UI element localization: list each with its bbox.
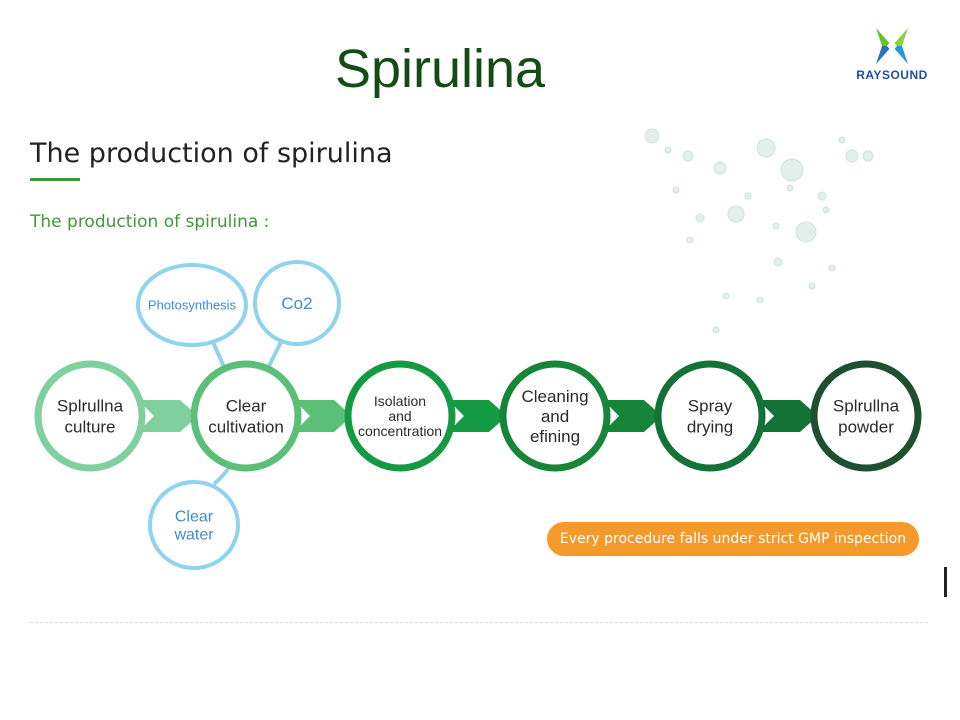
input-node-circle [136,263,248,347]
raysound-logo: RAYSOUND [846,26,938,84]
input-node-label: Co2 [281,294,312,313]
process-step: Clear cultivation [190,360,302,472]
input-node-label: Clear [175,509,214,526]
process-step-circle [810,360,922,472]
decorative-bubble [664,146,672,154]
process-step-label: Isolation [374,393,426,409]
process-step-label: efining [530,427,580,446]
decorative-bubble [845,149,859,163]
process-step-label: cultivation [208,417,284,436]
decorative-bubble [795,221,817,243]
process-step-circle [34,360,146,472]
decorative-bubble [756,296,764,304]
process-nodes: Splrullna culture Clear cultivation Isolatio… [34,360,922,472]
process-step-circle [190,360,302,472]
flow-arrow [603,400,662,432]
input-node: Co2 [253,260,341,346]
input-node-label: water [173,527,214,544]
footer-divider [30,622,928,623]
process-step-label: Cleaning [521,387,588,406]
input-node-circle [253,260,341,346]
process-step-label: and [388,408,411,424]
decorative-bubble [727,205,745,223]
flow-arrow [758,400,818,432]
decorative-bubble [682,150,694,162]
gmp-inspection-note: Every procedure falls under strict GMP i… [547,522,919,556]
process-step-circle [344,360,456,472]
decorative-bubble [686,236,694,244]
heading-underline [30,178,80,181]
decorative-bubble [838,136,846,144]
decorative-bubble [722,292,730,300]
decorative-bubble [644,128,660,144]
process-step-label: culture [64,417,115,436]
decorative-bubble [780,158,804,182]
input-node-circle [148,480,240,570]
logo-text: RAYSOUND [856,68,928,82]
process-step-label: Splrullna [57,396,124,415]
flow-arrow [448,400,507,432]
input-node: Photosynthesis [136,263,248,347]
process-step: Spray drying [654,360,766,472]
decorative-bubble [773,257,783,267]
section-subheading: The production of spirulina : [30,212,270,232]
process-step-label: and [541,407,569,426]
logo-mark-icon [876,28,908,64]
decorative-bubble [712,326,720,334]
decorative-bubble [808,282,816,290]
decorative-bubble [786,184,794,192]
decorative-bubble [862,150,874,162]
input-node-label: Photosynthesis [148,298,237,313]
decorative-bubble [828,264,836,272]
decorative-bubble [817,191,827,201]
process-step-circle [499,360,611,472]
edge-marker [944,567,947,597]
decorative-bubble [822,206,830,214]
process-step-label: drying [687,417,733,436]
background-bubbles [644,128,874,334]
flow-arrow [138,400,198,432]
decorative-bubble [713,161,727,175]
flow-arrows [138,400,818,432]
flow-arrow [294,400,352,432]
process-step-label: Spray [688,396,733,415]
decorative-bubble [772,222,780,230]
process-step: Splrullna culture [34,360,146,472]
process-step-label: Clear [226,396,267,415]
decorative-bubble [756,138,776,158]
decorative-bubble [672,186,680,194]
decorative-bubble [744,192,752,200]
page-title: Spirulina [334,39,546,99]
process-step-circle [654,360,766,472]
decorative-bubble [695,213,705,223]
process-step-label: Splrullna [833,396,900,415]
section-heading: The production of spirulina [30,138,393,169]
process-step-label: concentration [358,423,442,439]
process-step: Splrullna powder [810,360,922,472]
process-step-label: powder [838,417,894,436]
